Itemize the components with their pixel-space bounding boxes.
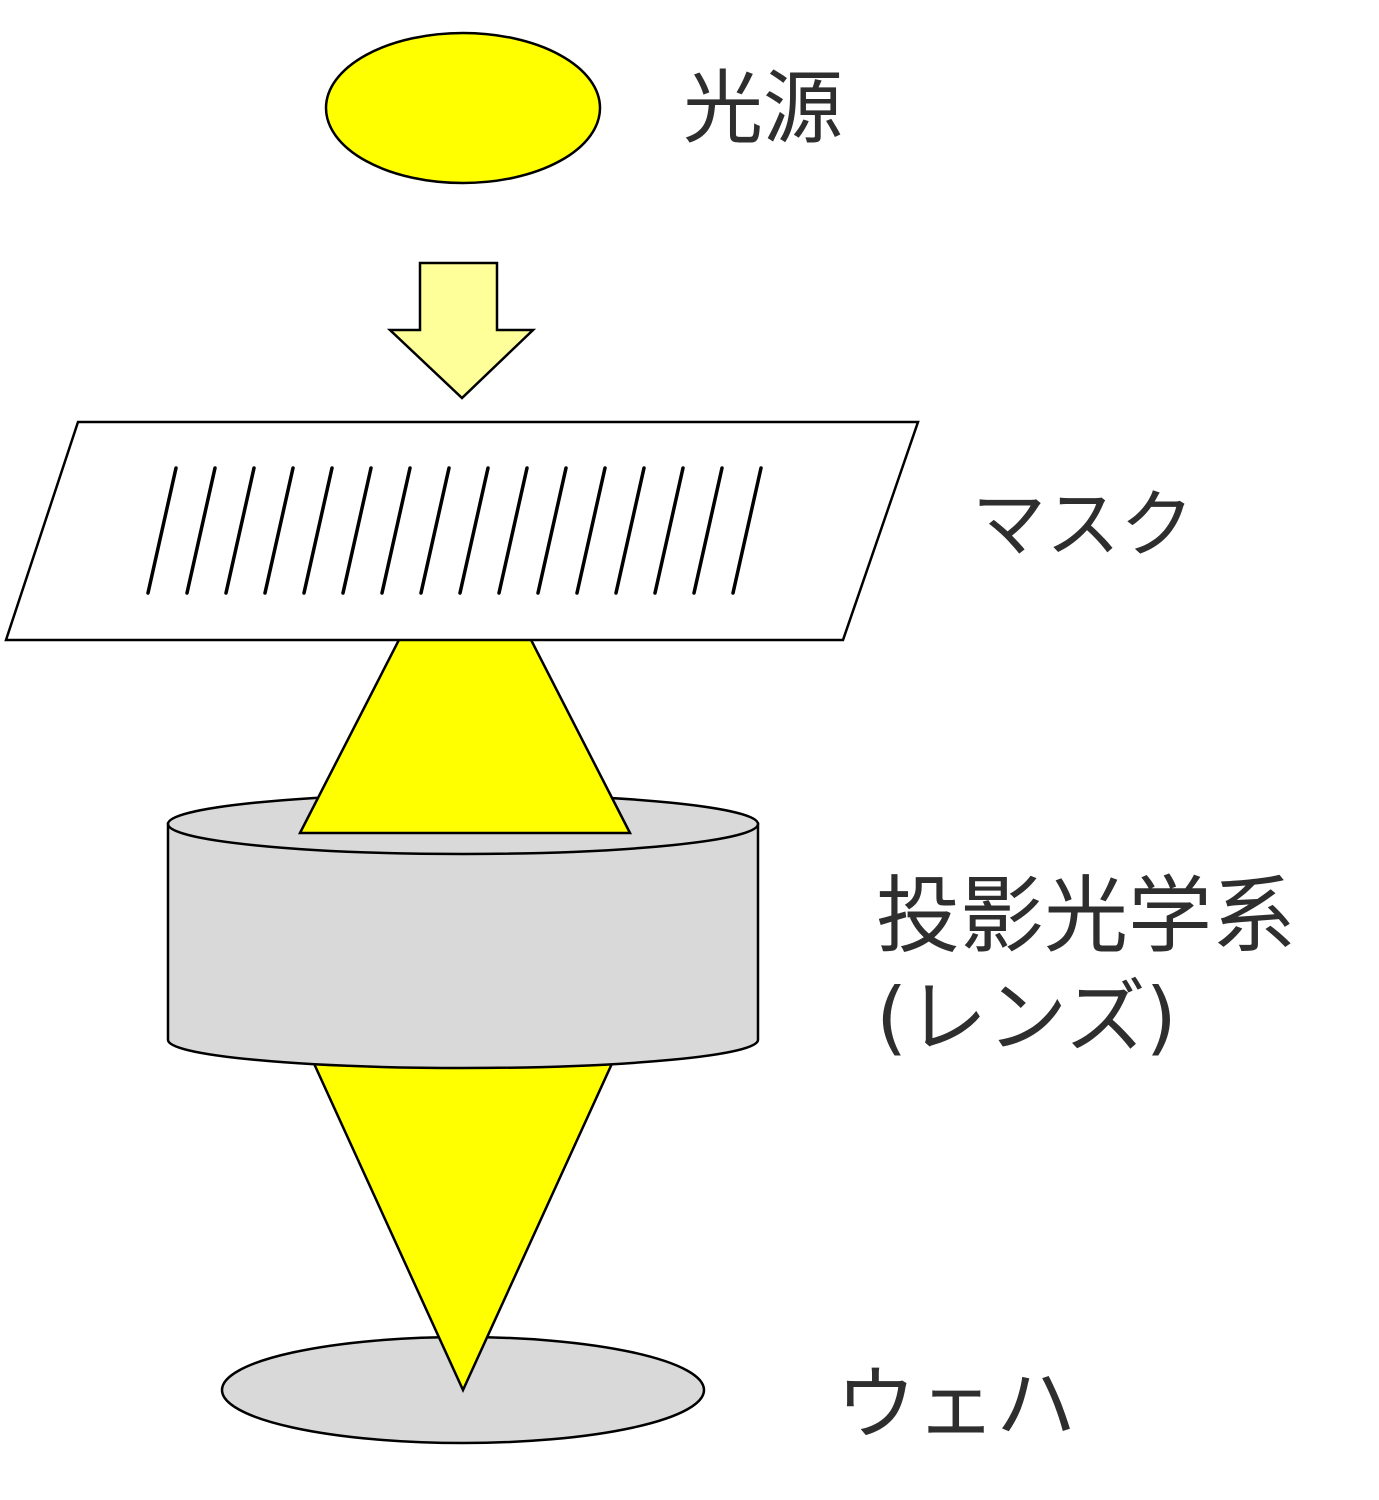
down-arrow-icon bbox=[386, 261, 537, 400]
mask-pattern-line bbox=[380, 466, 412, 595]
mask-pattern-line bbox=[263, 466, 295, 595]
mask-pattern bbox=[146, 466, 763, 595]
mask-pattern-line bbox=[146, 466, 178, 595]
mask-pattern-line bbox=[224, 466, 256, 595]
mask-pattern-line bbox=[536, 466, 568, 595]
mask-pattern-line bbox=[575, 466, 607, 595]
lens-label: (レンズ) bbox=[876, 971, 1177, 1064]
mask-pattern-line bbox=[731, 466, 763, 595]
mask-pattern-line bbox=[419, 466, 451, 595]
mask-pattern-line bbox=[458, 466, 490, 595]
mask-pattern-line bbox=[341, 466, 373, 595]
light-source bbox=[324, 31, 602, 185]
mask-pattern-line bbox=[614, 466, 646, 595]
mask-pattern-line bbox=[185, 466, 217, 595]
mask-pattern-line bbox=[302, 466, 334, 595]
light-source-label: 光源 bbox=[683, 62, 843, 155]
mask-label: マスク bbox=[972, 482, 1194, 568]
lens-cylinder-body bbox=[166, 822, 760, 1070]
wafer-label: ウェハ bbox=[836, 1358, 1076, 1451]
projection-optics-label: 投影光学系 bbox=[876, 867, 1296, 965]
upper-light-cone bbox=[297, 508, 633, 835]
mask-pattern-line bbox=[497, 466, 529, 595]
mask-pattern-line bbox=[653, 466, 685, 595]
mask-pattern-line bbox=[692, 466, 724, 595]
mask-plate bbox=[4, 420, 920, 642]
